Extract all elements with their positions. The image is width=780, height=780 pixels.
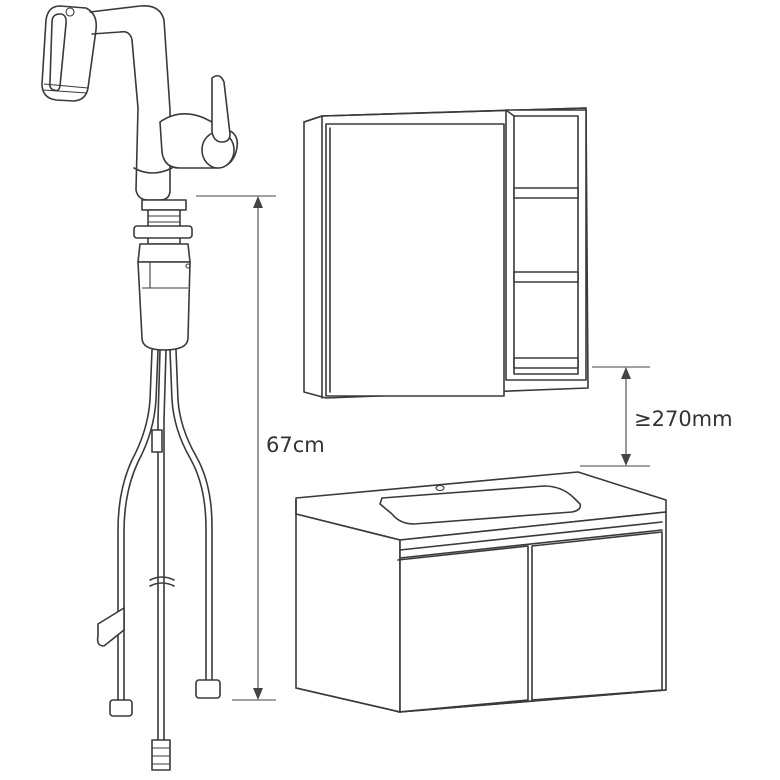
gap-dimension: [580, 366, 650, 467]
mirror-shelf: [505, 109, 587, 381]
vanity-cabinet: [295, 471, 667, 713]
mirror-door: [325, 123, 505, 397]
sink-basin: [379, 485, 582, 525]
height-dimension: [196, 195, 276, 701]
supply-hoses: [96, 349, 221, 771]
gap-label: ≥270mm: [634, 407, 733, 431]
faucet-drawing: [41, 4, 239, 771]
faucet-lever: [159, 74, 239, 169]
mirror-cabinet: [303, 107, 589, 399]
faucet-shank: [133, 199, 193, 351]
faucet-body: [89, 4, 183, 211]
spray-head: [41, 5, 98, 102]
height-label: 67cm: [266, 433, 325, 457]
